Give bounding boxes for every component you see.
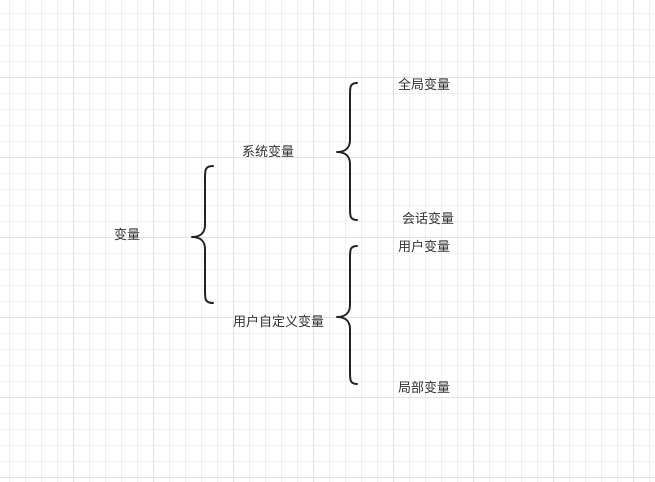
leaf-node-local-variables: 局部变量: [398, 381, 451, 396]
leaf-node-session-variables: 会话变量: [402, 212, 455, 227]
branch-node-system-variables: 系统变量: [242, 145, 295, 160]
branch-node-user-defined-variables: 用户自定义变量: [233, 315, 325, 330]
system-brace: [336, 82, 358, 221]
root-node-variables: 变量: [114, 228, 141, 243]
user-defined-brace: [336, 245, 358, 385]
leaf-node-user-variables: 用户变量: [398, 240, 451, 255]
leaf-node-global-variables: 全局变量: [398, 78, 451, 93]
root-brace: [191, 165, 214, 304]
